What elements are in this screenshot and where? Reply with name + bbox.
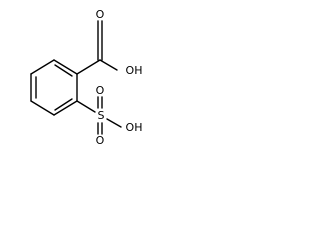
benzene-ring <box>30 59 78 116</box>
carboxyl-hydroxyl-label: OH <box>126 64 143 77</box>
sulfonyl-top-oxygen-label: O <box>96 84 105 97</box>
ring-to-carboxyl-bond <box>76 59 101 75</box>
sulfonic-hydroxyl-label: OH <box>126 121 143 134</box>
ring-bond-4 <box>53 100 78 116</box>
sulfonyl-bottom-oxygen-label: O <box>96 134 105 147</box>
ring-bond-5 <box>30 100 55 116</box>
carbonyl-oxygen-label: O <box>96 8 105 21</box>
sulfur-label: S <box>98 109 105 122</box>
chemical-structure-diagram: O OH S O O OH <box>30 8 143 147</box>
carboxylic-acid-group: O OH <box>76 8 143 77</box>
sulfonic-acid-group: S O O OH <box>76 84 143 147</box>
ring-inner-double-bond-bottom <box>54 98 73 111</box>
ring-inner-double-bond-top <box>54 64 73 77</box>
carboxyl-oh-bond <box>99 59 118 71</box>
ring-to-sulfur-bond <box>76 100 96 113</box>
sulfonic-oh-bond <box>106 118 122 128</box>
ring-bond-1 <box>30 59 55 75</box>
ring-bond-2 <box>53 59 78 75</box>
